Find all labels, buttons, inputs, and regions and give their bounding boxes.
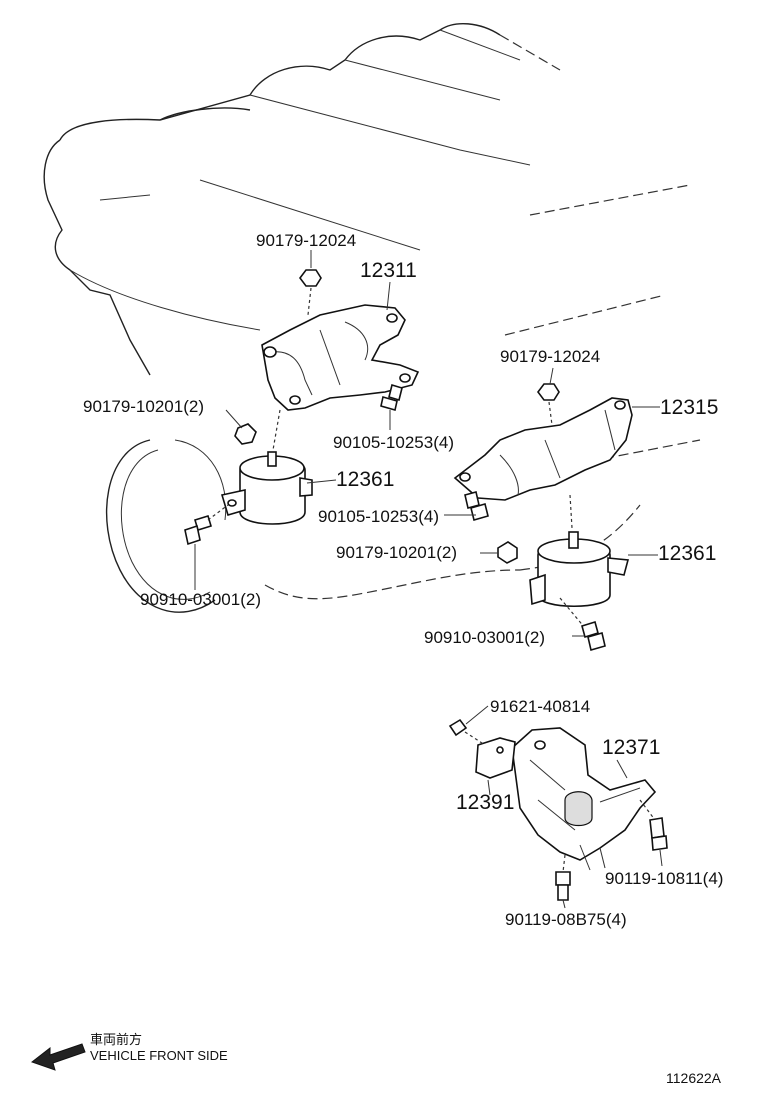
bracket-12311 bbox=[261, 304, 420, 411]
bolt-90119-08B75 bbox=[555, 854, 571, 901]
label-90179-12024-left: 90179-12024 bbox=[256, 231, 356, 250]
label-90105-10253-lower: 90105-10253(4) bbox=[318, 507, 439, 526]
label-12371: 12371 bbox=[602, 736, 660, 759]
vehicle-front-en-label: VEHICLE FRONT SIDE bbox=[90, 1048, 228, 1063]
label-12391: 12391 bbox=[456, 791, 514, 814]
nut-90179-10201-left bbox=[234, 423, 257, 445]
nut-90179-12024-left bbox=[299, 269, 322, 316]
vehicle-front-arrow-icon bbox=[30, 1043, 86, 1071]
engine-mount-12361-right bbox=[529, 494, 630, 607]
bolt-90105-10253-upper bbox=[380, 383, 403, 412]
label-12315: 12315 bbox=[660, 396, 718, 419]
label-90910-03001-right: 90910-03001(2) bbox=[424, 628, 545, 647]
engine-mount-12361-left bbox=[220, 409, 313, 525]
bracket-12315 bbox=[453, 397, 633, 501]
bolt-90119-10811 bbox=[639, 799, 668, 851]
bolt-90105-10253-lower bbox=[464, 491, 489, 521]
label-91621-40814: 91621-40814 bbox=[490, 697, 590, 716]
bolt-90910-03001-right bbox=[559, 597, 606, 652]
label-12361-right: 12361 bbox=[658, 542, 716, 565]
label-12311: 12311 bbox=[360, 259, 417, 282]
label-12361-left: 12361 bbox=[336, 468, 394, 491]
vehicle-front-jp-label: 車両前方 bbox=[90, 1032, 142, 1047]
label-90105-10253-upper: 90105-10253(4) bbox=[333, 433, 454, 452]
rear-mount-12371 bbox=[511, 727, 657, 871]
leader-lines bbox=[194, 250, 663, 909]
engine-block-outline bbox=[43, 22, 701, 471]
nut-90179-10201-right bbox=[497, 541, 518, 564]
label-90119-10811: 90119-10811(4) bbox=[605, 869, 723, 888]
nut-90179-12024-right bbox=[537, 383, 560, 426]
label-90179-12024-right: 90179-12024 bbox=[500, 347, 600, 366]
label-90119-08B75: 90119-08B75(4) bbox=[505, 910, 627, 929]
bolt-90910-03001-left bbox=[184, 504, 229, 546]
label-90179-10201-left: 90179-10201(2) bbox=[83, 397, 204, 416]
label-90179-10201-right: 90179-10201(2) bbox=[336, 543, 457, 562]
diagram-reference-number: 112622A bbox=[666, 1070, 722, 1086]
bracket-12391 bbox=[475, 737, 516, 779]
bolt-91621-40814 bbox=[448, 718, 486, 746]
label-90910-03001-left: 90910-03001(2) bbox=[140, 590, 261, 609]
